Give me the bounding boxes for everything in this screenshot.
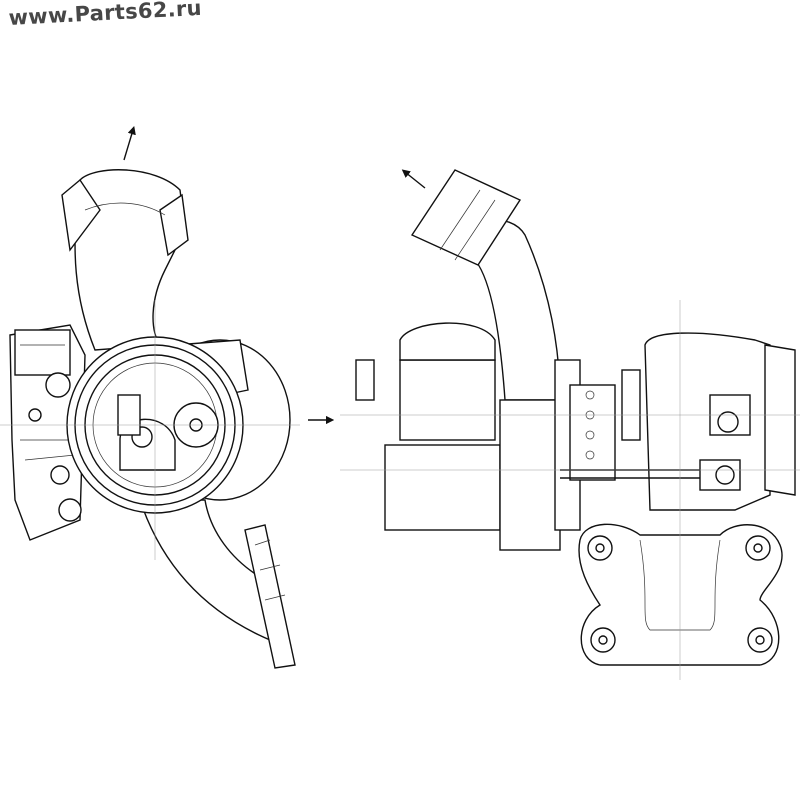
actuator-box bbox=[384, 444, 501, 531]
flange bbox=[244, 524, 296, 669]
outlet-pipe bbox=[74, 169, 186, 351]
outlet-arrow-icon bbox=[401, 169, 426, 189]
outlet-pipe-end bbox=[410, 169, 522, 266]
outlet-arrow-icon bbox=[123, 125, 136, 161]
mounting-flange bbox=[578, 523, 783, 666]
side-view bbox=[340, 169, 800, 680]
front-view bbox=[0, 125, 300, 669]
